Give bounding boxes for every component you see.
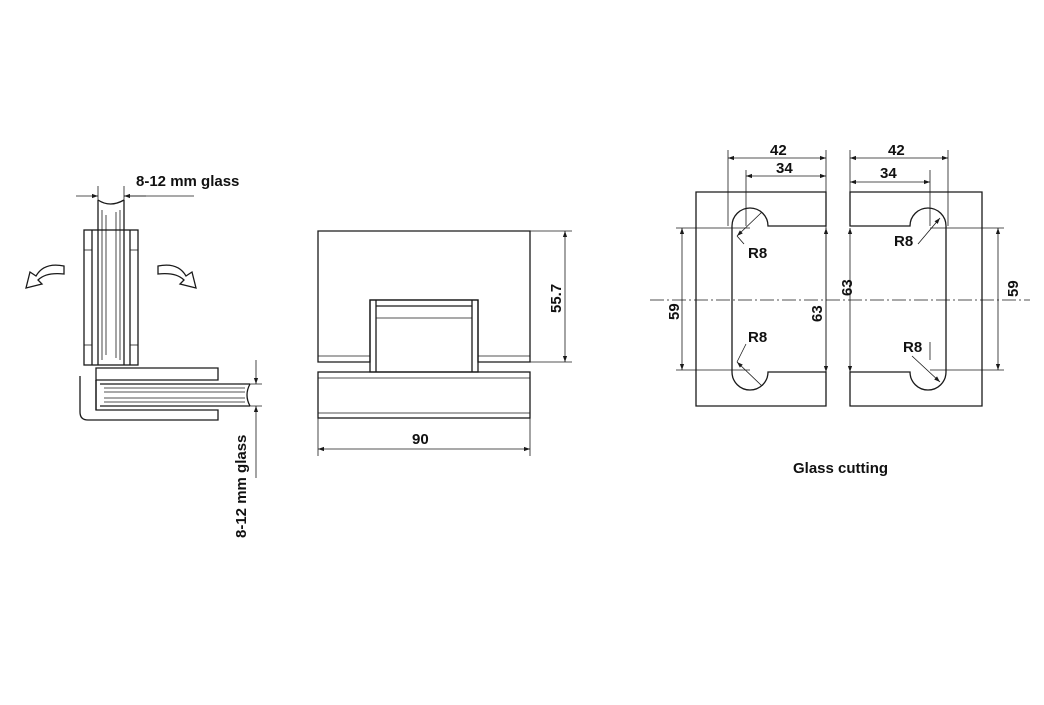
top-glass-dimension: 8-12 mm glass (76, 173, 239, 200)
left-radius-top-label: R8 (748, 245, 767, 262)
hinge-knuckle (369, 299, 479, 373)
right-inner-width-label: 34 (880, 165, 897, 182)
horizontal-clamp (79, 367, 251, 421)
swing-arrow-left-icon (25, 264, 65, 289)
right-inner-height-label: 59 (1005, 280, 1022, 297)
right-radius-top-label: R8 (894, 233, 913, 250)
right-radius-bottom-label: R8 (903, 339, 922, 356)
left-radius-bottom-label: R8 (748, 329, 767, 346)
front-height-label: 55.7 (548, 284, 565, 313)
swing-arrow-right-icon (157, 264, 197, 289)
bottom-glass-dimension: 8-12 mm glass (233, 360, 262, 538)
top-glass-label: 8-12 mm glass (136, 173, 239, 190)
front-width-dimension: 90 (317, 418, 531, 456)
left-inner-height-label: 59 (666, 303, 683, 320)
glass-panel-left: 42 34 R8 R8 59 63 (666, 142, 829, 407)
front-view: 55.7 90 (317, 230, 572, 456)
vertical-glass-pane (97, 199, 125, 365)
left-outer-width-label: 42 (770, 142, 787, 159)
hinge-upper-plate (317, 230, 531, 363)
bottom-glass-label: 8-12 mm glass (233, 435, 250, 538)
left-outer-height-label: 63 (809, 305, 826, 322)
side-view: 8-12 mm glass 8-12 mm glass (25, 173, 262, 538)
front-height-dimension: 55.7 (530, 230, 572, 363)
right-outer-height-label: 63 (839, 279, 856, 296)
hinge-lower-plate (317, 371, 531, 419)
right-outer-width-label: 42 (888, 142, 905, 159)
glass-panel-right: 42 34 R8 R8 63 59 (839, 142, 1022, 407)
vertical-clamp (83, 229, 139, 366)
front-width-label: 90 (412, 431, 429, 448)
left-inner-width-label: 34 (776, 160, 793, 177)
glass-cutting-caption: Glass cutting (793, 460, 888, 477)
glass-cutting: 42 34 R8 R8 59 63 (650, 142, 1030, 477)
